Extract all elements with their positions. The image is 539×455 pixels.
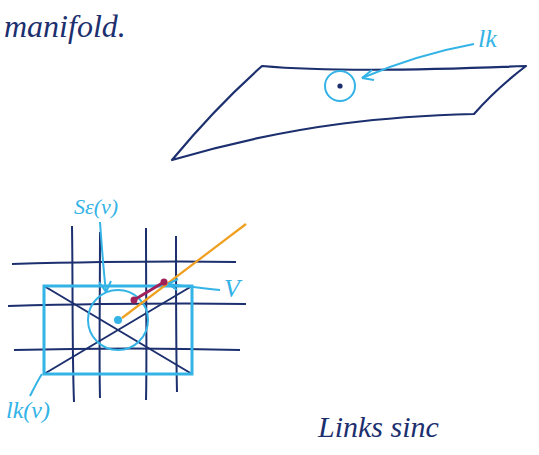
arrow-head <box>362 70 374 80</box>
epsilon-sphere <box>88 290 148 350</box>
vertex-label: V <box>224 276 240 302</box>
link-circle <box>325 71 355 101</box>
point <box>161 279 168 286</box>
link-square <box>44 286 192 374</box>
leader-line <box>362 44 474 78</box>
vertex-dot <box>114 316 122 324</box>
segment <box>134 282 164 300</box>
note-text: Links sinc <box>318 412 439 442</box>
link-label: lk <box>478 26 497 52</box>
manifold-sheet <box>172 66 526 160</box>
link-label: lk(v) <box>6 398 50 422</box>
sphere-label: Sε(v) <box>74 196 118 218</box>
leader-lines <box>30 222 220 396</box>
heading-note: manifold. <box>4 10 126 42</box>
point <box>131 297 138 304</box>
vertex-dot <box>337 83 342 88</box>
ray-line <box>122 224 246 318</box>
